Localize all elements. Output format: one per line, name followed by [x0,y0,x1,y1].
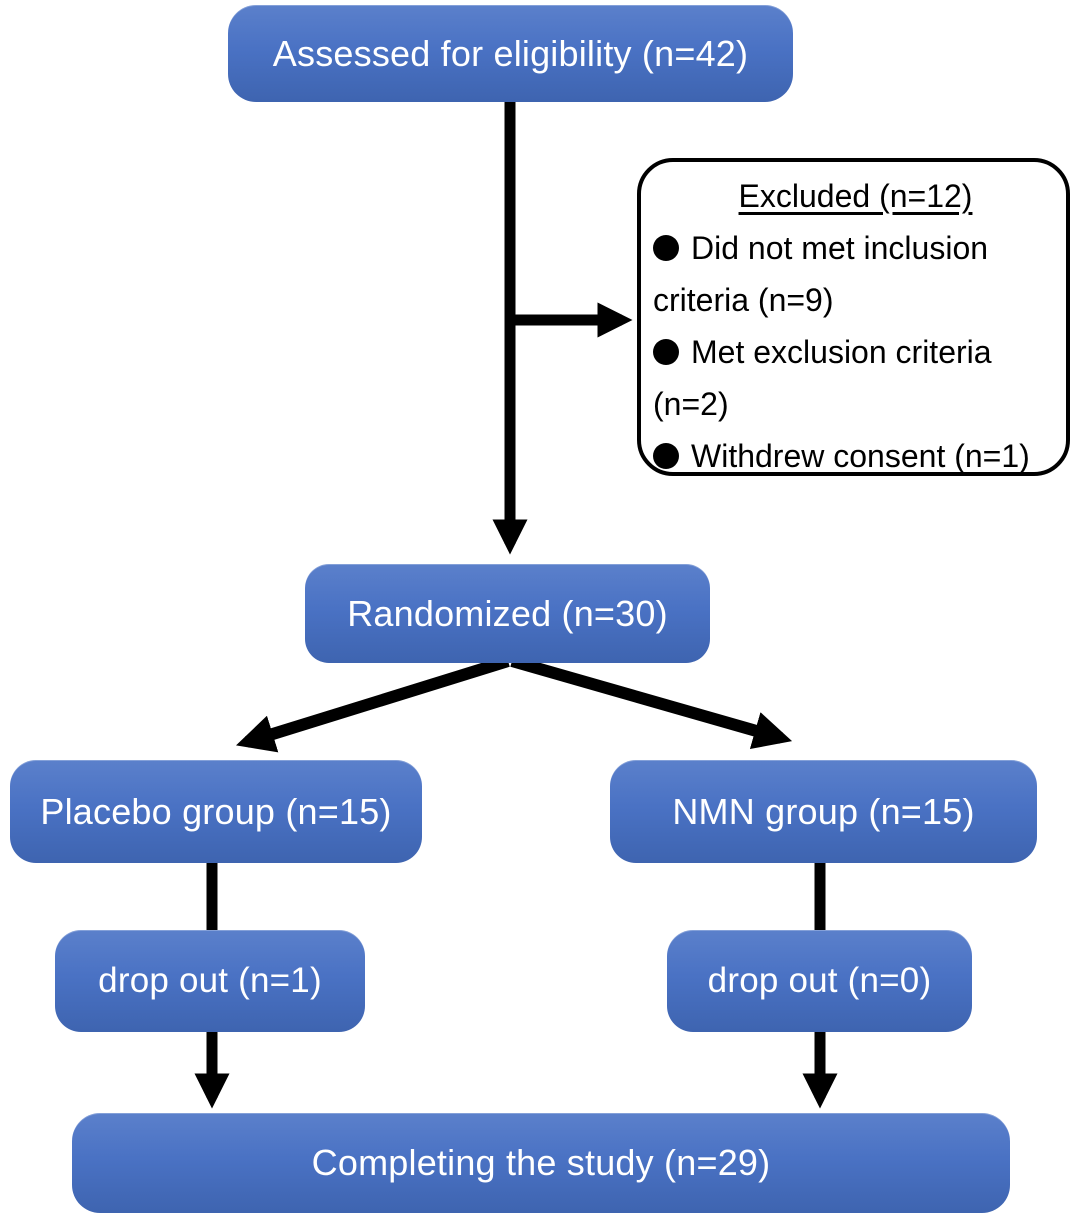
excluded-item-label: Withdrew consent (n=1) [691,438,1030,474]
excluded-item: Did not met inclusion criteria (n=9) [653,222,1058,326]
bullet-icon [653,443,679,469]
nmn-group-box: NMN group (n=15) [610,760,1037,863]
excluded-item: Met exclusion criteria (n=2) [653,326,1058,430]
dropout-placebo-box: drop out (n=1) [55,930,365,1032]
randomized-box: Randomized (n=30) [305,564,710,663]
excluded-item: Withdrew consent (n=1) [653,430,1058,482]
placebo-group-box: Placebo group (n=15) [10,760,422,863]
excluded-item-label: Met exclusion criteria (n=2) [653,334,992,422]
bullet-icon [653,235,679,261]
excluded-title: Excluded (n=12) [738,178,973,214]
dropout-placebo-label: drop out (n=1) [98,961,322,1000]
bullet-icon [653,339,679,365]
completing-study-label: Completing the study (n=29) [311,1142,771,1183]
arrow-randomized-to-nmn [510,655,793,750]
nmn-group-label: NMN group (n=15) [672,790,975,832]
randomized-label: Randomized (n=30) [347,592,668,634]
assessed-eligibility-box: Assessed for eligibility (n=42) [228,5,793,102]
excluded-box: Excluded (n=12) Did not met inclusion cr… [637,158,1070,476]
dropout-nmn-box: drop out (n=0) [667,930,972,1032]
arrow-randomized-to-placebo [235,655,510,753]
dropout-nmn-label: drop out (n=0) [707,961,932,1000]
completing-study-box: Completing the study (n=29) [72,1113,1010,1213]
excluded-item-label: Did not met inclusion criteria (n=9) [653,230,989,318]
placebo-group-label: Placebo group (n=15) [40,790,392,832]
assessed-eligibility-label: Assessed for eligibility (n=42) [272,32,749,74]
